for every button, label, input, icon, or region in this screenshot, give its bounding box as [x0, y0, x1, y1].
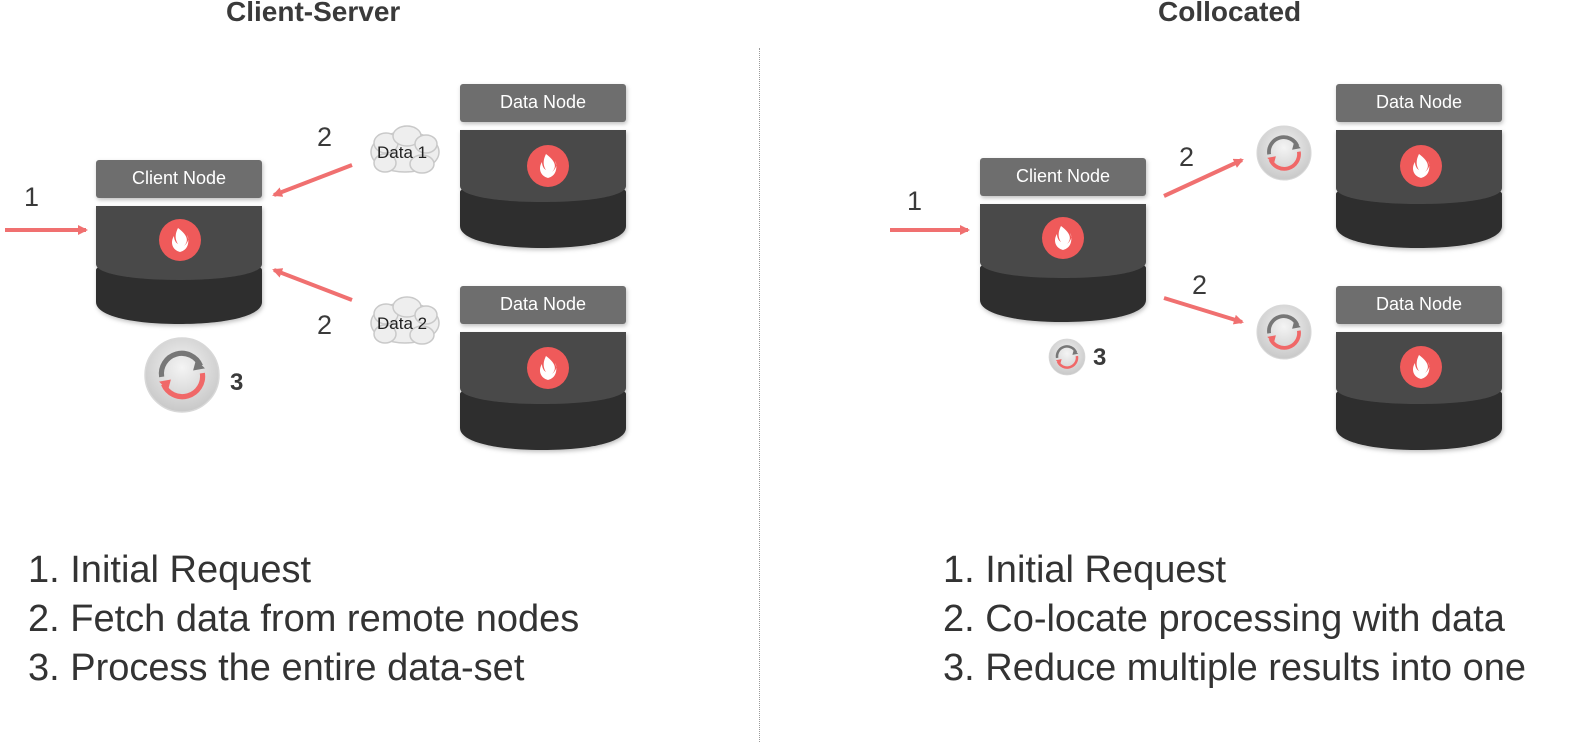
client-server-title: Client-Server [226, 0, 401, 27]
list-item: 3. Reduce multiple results into one [943, 647, 1526, 689]
refresh-cycle-icon [145, 338, 219, 412]
client-node-label: Client Node [1015, 166, 1111, 186]
flame-logo-icon [159, 219, 201, 261]
list-item: 2. Co-locate processing with data [943, 598, 1505, 640]
arrow-icon [272, 268, 353, 302]
refresh-cycle-icon [1257, 305, 1311, 359]
client-server-steps-list: 1. Initial Request 2. Fetch data from re… [28, 546, 579, 693]
flame-logo-icon [1400, 145, 1442, 187]
list-item: 1. Initial Request [28, 549, 312, 591]
flame-logo-icon [1042, 217, 1084, 259]
collocated-title: Collocated [1158, 0, 1302, 27]
step-2-label: 2 [317, 310, 333, 340]
data-node-right-top [1336, 84, 1502, 248]
step-1-label: 1 [24, 182, 40, 212]
step-3-label: 3 [1093, 344, 1107, 371]
cloud-icon [370, 296, 440, 345]
data-node-label: Data Node [499, 294, 587, 314]
list-item: 3. Process the entire data-set [28, 647, 525, 689]
cloud-icon [370, 125, 440, 174]
refresh-cycle-icon [1257, 126, 1311, 180]
list-item: 1. Initial Request [943, 549, 1227, 591]
arrow-icon [1163, 158, 1244, 198]
cloud-data-1-label: Data 1 [377, 143, 428, 162]
client-node-label: Client Node [131, 168, 227, 188]
flame-logo-icon [527, 145, 569, 187]
cloud-data-2-label: Data 2 [377, 314, 428, 333]
step-3-label: 3 [230, 369, 244, 396]
data-node-label: Data Node [499, 92, 587, 112]
arrow-icon [1163, 296, 1244, 325]
list-item: 2. Fetch data from remote nodes [28, 598, 580, 640]
step-2-label: 2 [317, 122, 333, 152]
arrow-icon [272, 163, 353, 197]
data-node-label: Data Node [1375, 294, 1463, 314]
flame-logo-icon [1400, 346, 1442, 388]
flame-logo-icon [527, 347, 569, 389]
step-2-label: 2 [1179, 142, 1195, 172]
data-node-label: Data Node [1375, 92, 1463, 112]
refresh-cycle-icon [1049, 339, 1085, 375]
step-2-label: 2 [1192, 270, 1208, 300]
step-1-label: 1 [907, 186, 923, 216]
collocated-steps-list: 1. Initial Request 2. Co-locate processi… [943, 546, 1526, 693]
panel-divider [759, 48, 760, 742]
